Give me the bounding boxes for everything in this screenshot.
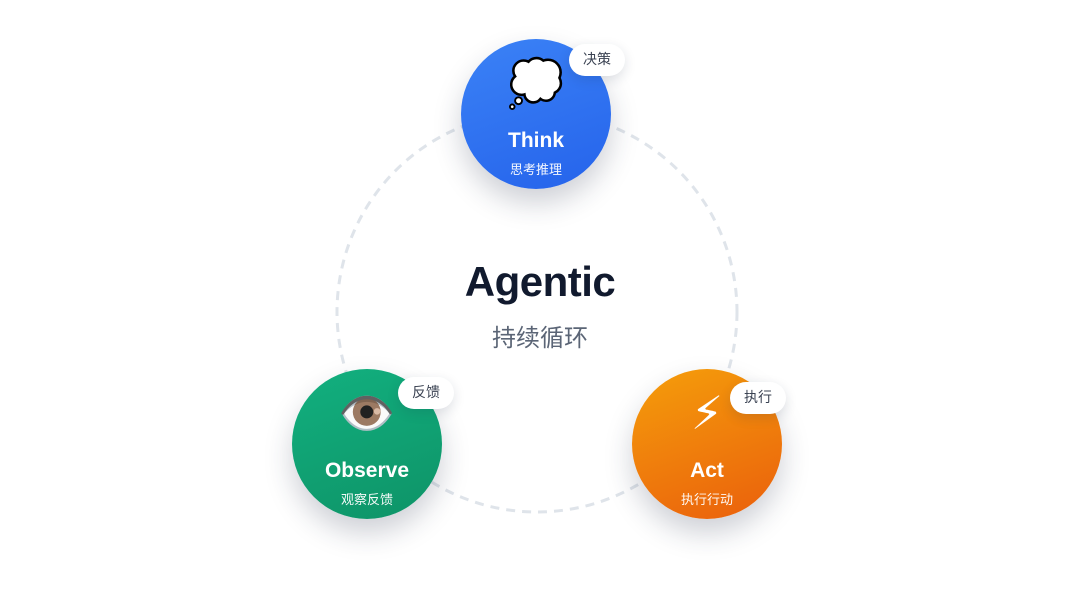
think-node: 💭 Think 思考推理: [461, 39, 611, 189]
observe-badge: 反馈: [398, 377, 454, 409]
observe-label: Observe: [324, 459, 410, 482]
think-sublabel: 思考推理: [509, 163, 562, 178]
center-title: Agentic: [464, 258, 616, 305]
act-sublabel: 执行行动: [680, 493, 733, 508]
think-label: Think: [508, 129, 564, 152]
center-subtitle: 持续循环: [492, 324, 588, 352]
act-badge: 执行: [730, 382, 786, 414]
eye-icon: 👁️: [338, 386, 396, 440]
observe-sublabel: 观察反馈: [340, 493, 393, 508]
cycle-ring-path: [335, 110, 739, 514]
think-badge: 决策: [569, 44, 625, 76]
act-label: Act: [690, 459, 724, 482]
lightning-icon: ⚡: [690, 386, 724, 440]
thought-bubble-icon: 💭: [507, 56, 565, 110]
